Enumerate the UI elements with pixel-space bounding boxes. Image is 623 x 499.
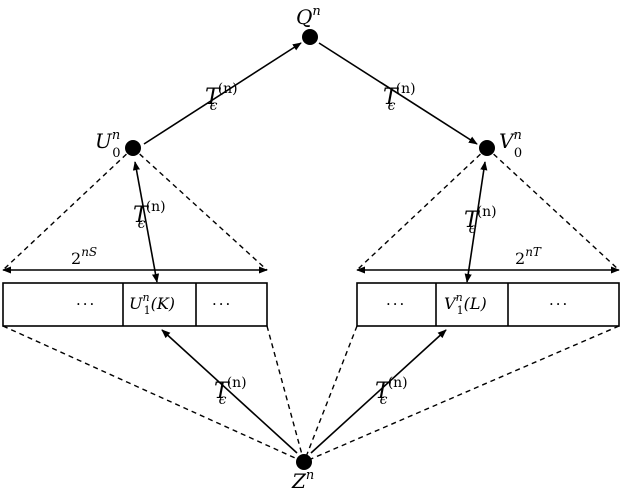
dash-u0-left (2, 147, 134, 271)
node-dots (125, 29, 495, 470)
span-label-left: 2nS (71, 245, 97, 268)
arrow-q-to-v0 (318, 42, 478, 145)
edge-label-u0-q: T(n)ϵ (205, 81, 238, 114)
left-cell-1-dots: ··· (76, 295, 96, 313)
arrow-v0-to-v1 (464, 161, 488, 283)
right-cell-1-dots: ··· (386, 295, 406, 313)
right-box-outline (356, 282, 620, 327)
dash-v0-right (486, 147, 620, 271)
arrow-u0-to-q (143, 42, 302, 145)
edge-label-v0-v1: T(n)ϵ (464, 204, 497, 237)
right-cell-3-dots: ··· (549, 295, 569, 313)
left-box (2, 282, 268, 327)
edge-label-z-u1: T(n)ϵ (214, 375, 247, 408)
edge-label-u0-u1: T(n)ϵ (133, 199, 166, 232)
arrow-z-to-v1 (310, 329, 447, 454)
label-z: Zn (291, 468, 314, 493)
dash-z-lbl (2, 325, 305, 463)
edge-label-q-v0: T(n)ϵ (383, 81, 416, 114)
dash-z-rbr (303, 325, 620, 463)
label-q: Qn (296, 4, 321, 29)
dash-z-rbl (303, 325, 358, 463)
left-box-outline (2, 282, 268, 327)
arrow-z-to-u1 (161, 329, 298, 454)
solid-arrows (132, 42, 488, 454)
arrow-u0-to-u1 (132, 161, 160, 283)
left-cell-3-dots: ··· (212, 295, 232, 313)
node-z (296, 454, 312, 470)
node-q (302, 29, 318, 45)
edge-label-z-v1: T(n)ϵ (375, 375, 408, 408)
node-v0 (479, 140, 495, 156)
node-u0 (125, 140, 141, 156)
right-box (356, 282, 620, 327)
dash-z-lbr (266, 325, 305, 463)
span-label-right: 2nT (515, 245, 542, 268)
